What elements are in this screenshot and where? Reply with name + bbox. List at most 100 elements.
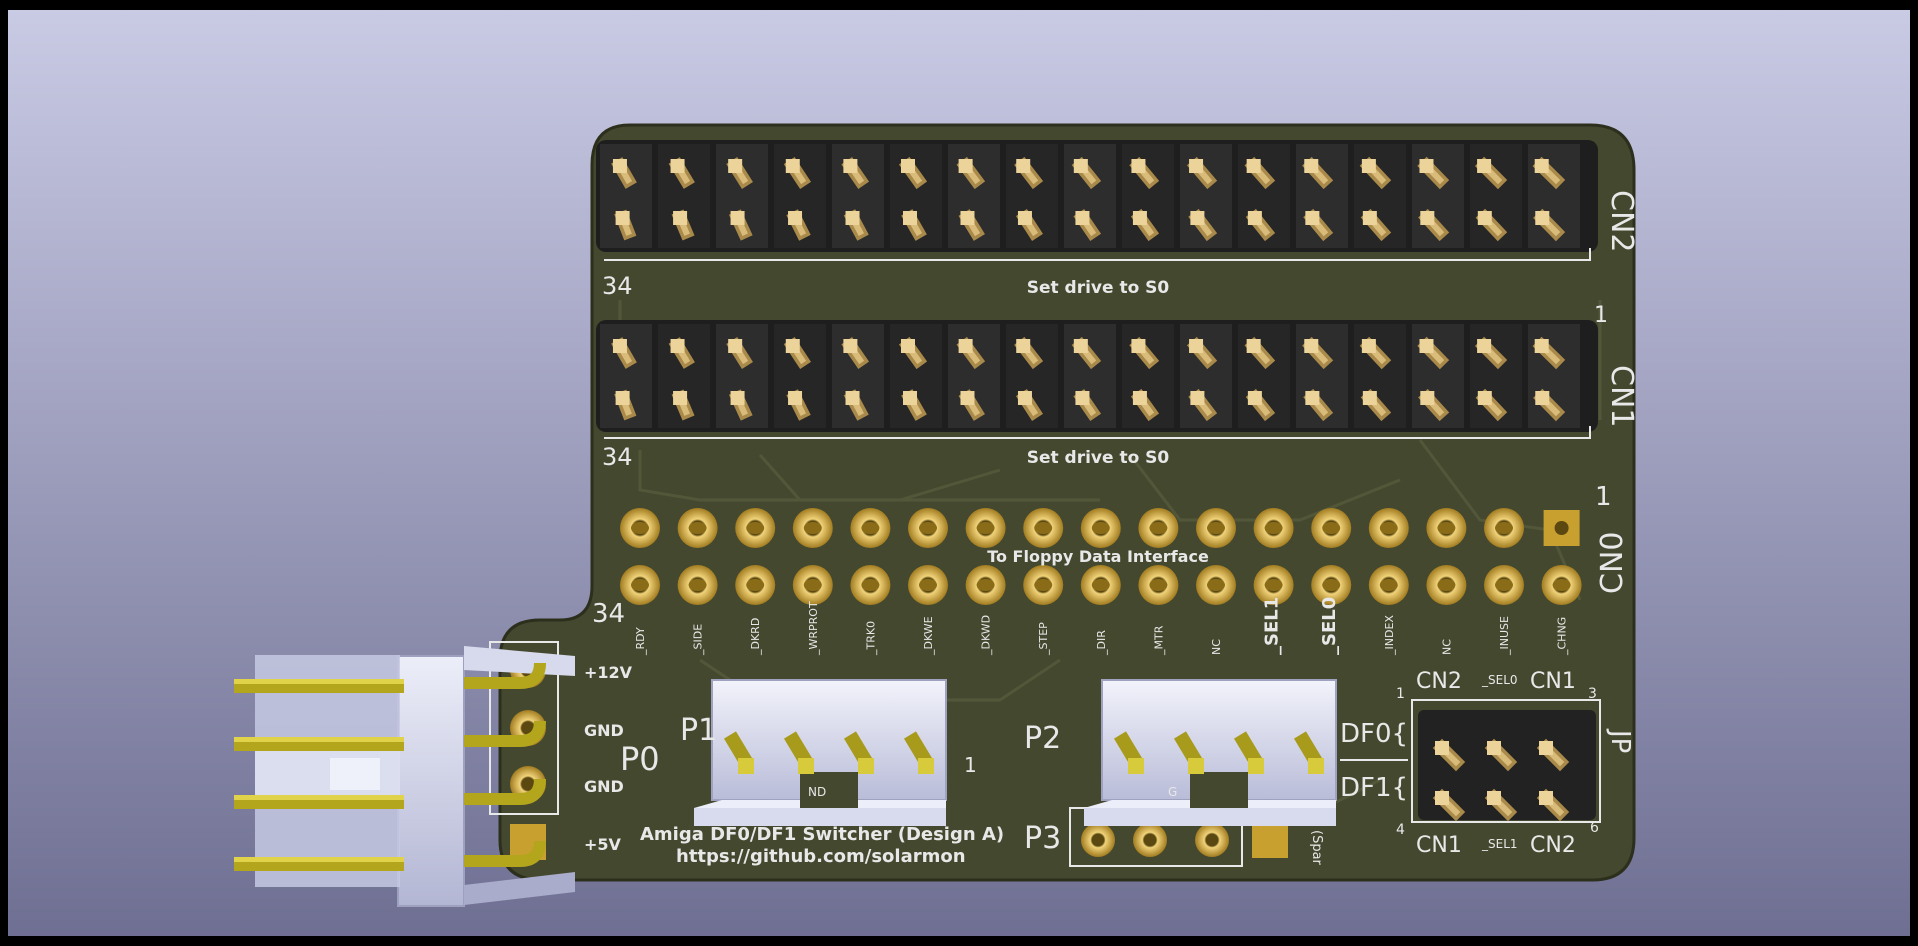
floppy-pad-center [746,579,765,591]
floppy-pad-center [803,522,822,534]
header-pin-bottom-row-tip [1132,391,1147,405]
molex-pin-bend [464,662,546,689]
signal-label: NC [1440,639,1453,655]
header-pin-bottom-row-tip [1247,391,1262,405]
signal-label: _DKRD [749,618,762,656]
floppy-pad-center [861,522,880,534]
p2-under-text: G [1168,785,1177,799]
header-pin-bottom-row-tip [788,211,803,225]
molex-pin-highlight [234,679,404,684]
signal-label: _SIDE [692,624,705,656]
p1-ref: P1 [680,713,717,748]
p3-spare-text: (Spar [1309,830,1324,866]
header-middle [596,320,1598,432]
connector-pin-tip [1188,758,1204,774]
header-pin-top-row-tip [958,339,973,353]
header-pin-bottom-row-tip [1247,211,1262,225]
floppy-pad-center [1264,579,1283,591]
header-pin-bottom-row-tip [845,391,860,405]
floppy-pad-center [1379,579,1398,591]
header-pin-bottom-row-tip [730,211,745,225]
signal-label: _INUSE [1498,616,1511,656]
jumper-df1: DF1{ [1340,773,1408,803]
jumper-pin-bottom-row-tip [1487,791,1501,805]
floppy-pad-center [1322,579,1341,591]
header-pin-bottom-row-tip [1305,211,1320,225]
header-pin-bottom-row-tip [1535,391,1550,405]
board-title: Amiga DF0/DF1 Switcher (Design A) [640,824,1004,845]
molex-pin-bend [464,720,546,747]
power-label: GND [584,777,624,796]
floppy-pad-center [1264,522,1283,534]
jumper-df0: DF0{ [1340,719,1408,749]
p3-pad [1081,823,1115,857]
header-middle-caption: Set drive to S0 [1027,448,1170,468]
header-pin-top-row-tip [1477,339,1492,353]
signal-label: _MTR [1152,625,1165,656]
jumper-pin4: 4 [1396,822,1405,838]
jumper-pin3: 3 [1588,686,1597,702]
header-pin-top-row-tip [612,159,627,173]
header-pin-top-row-tip [1073,159,1088,173]
header-pin-top-row-tip [1131,159,1146,173]
header-pin-top-row-tip [1304,159,1319,173]
header-middle-pin1-label: 1 [1594,303,1608,328]
header-pin-top-row-tip [1361,339,1376,353]
header-pin-top-row-tip [1419,159,1434,173]
header-pin-top-row-tip [843,159,858,173]
floppy-pad-hole [1554,521,1569,535]
floppy-pad-center [919,522,937,534]
p3-pad [1133,823,1167,857]
header-pin-top-row-tip [1304,339,1319,353]
header-pin-bottom-row-tip [1017,391,1032,405]
header-pin-top-row-tip [670,339,685,353]
header-pin-top-row-tip [901,339,915,353]
header-pin-top-row-tip [1131,339,1146,353]
header-pin-top-row-tip [1534,339,1549,353]
header-middle-ref: CN1 [1604,365,1639,427]
p0-silk-outline [489,641,559,815]
floppy-pin1-label: 1 [1595,482,1612,512]
floppy-ref: CN0 [1595,532,1630,594]
header-pin-top-row-tip [785,339,800,353]
floppy-pad-center [631,522,649,534]
floppy-pad-center [1149,579,1168,591]
header-middle-pin34-label: 34 [602,443,633,471]
jumper-bot-mid: _SEL1 [1481,837,1518,851]
jumper-pin-top-row-tip [1435,741,1449,755]
header-pin-top-row-tip [612,339,627,353]
floppy-pad-center [688,579,707,591]
header-pin-bottom-row-tip [960,211,975,225]
jumper-top-mid: _SEL0 [1481,673,1518,687]
floppy-pad-center [688,522,707,534]
floppy-connector [620,508,1582,605]
header-pin-bottom-row-tip [1305,391,1320,405]
signal-label: NC [1210,639,1223,655]
signal-label: _SEL1 [1262,597,1283,655]
header-pin-top-row-tip [1016,339,1031,353]
floppy-pad-center [803,579,822,591]
header-pin-bottom-row-tip [1017,211,1032,225]
molex-power-connector [255,646,575,907]
floppy-signal-labels: _RDY_SIDE_DKRD_WRPROT_TRK0_DKWE_DKWD_STE… [634,597,1569,656]
connector-lip [694,808,946,826]
p2-ref: P2 [1024,721,1061,756]
connector-pin-tip [738,758,754,774]
jumper-bot-right: CN2 [1530,833,1576,858]
floppy-caption: To Floppy Data Interface [987,547,1209,566]
connector-pin-tip [1308,758,1324,774]
header-pin-top-row-tip [1361,159,1376,173]
floppy-pad-center [976,522,995,534]
header-pin-bottom-row-tip [730,391,745,405]
p3-pads [1081,822,1288,858]
signal-label: _DKWE [922,616,935,656]
header-pin-bottom-row-tip [1420,211,1435,225]
p2-connector [1084,679,1337,826]
connector-pin-tip [1128,758,1144,774]
header-pin-bottom-row-tip [1075,211,1090,225]
header-pin-top-row-tip [670,159,685,173]
floppy-pad-center [1207,522,1225,534]
p3-pad [1195,823,1229,857]
connector-pin-tip [918,758,934,774]
